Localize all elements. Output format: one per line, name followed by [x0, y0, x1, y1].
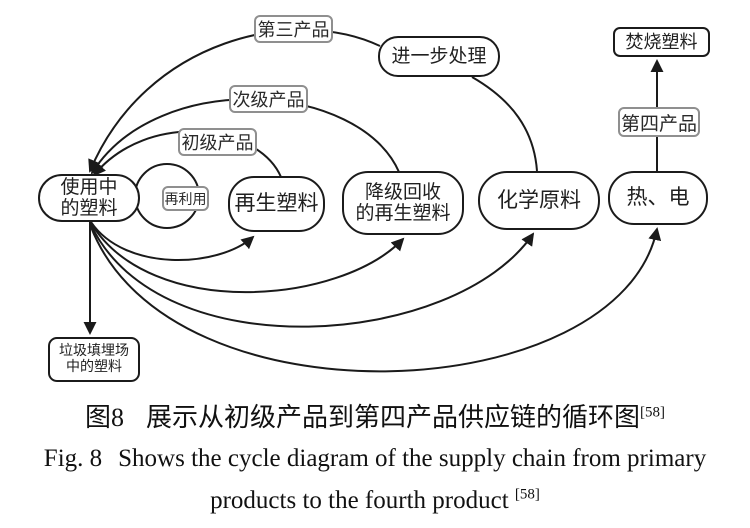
edge-to-heat-electricity: [90, 226, 662, 373]
caption-zh-prefix: 图8: [84, 403, 124, 432]
node-incinerated-plastic: 焚烧塑料: [613, 27, 710, 57]
node-plastic-in-use-line1: 使用中: [60, 176, 118, 198]
edge-label-primary-product-text: 初级产品: [181, 133, 254, 153]
node-landfill-line2: 中的塑料: [66, 359, 122, 375]
edge-label-fourth-product-text: 第四产品: [620, 113, 697, 135]
node-plastic-in-use-line2: 的塑料: [60, 198, 118, 219]
node-recycled-plastic: 再生塑料: [228, 176, 325, 232]
edge-to-downcycled: [90, 222, 405, 294]
caption-en-line1-text: Shows the cycle diagram of the supply ch…: [118, 445, 707, 472]
edge-label-primary-product: 初级产品: [178, 128, 257, 156]
edge-to-recycled-plastic: [90, 221, 255, 262]
edge-to-chemical-feedstock: [90, 224, 535, 328]
caption-zh-text: 展示从初级产品到第四产品供应链的循环图: [146, 403, 641, 432]
node-further-processing-label: 进一步处理: [391, 45, 487, 67]
node-landfill-line1: 垃圾填埋场: [59, 343, 129, 359]
edge-label-third-product: 第三产品: [254, 15, 333, 43]
caption-en-line2-text: products to the fourth product: [210, 487, 515, 514]
caption-en-line1: Fig. 8 Shows the cycle diagram of the sup…: [0, 445, 750, 473]
edge-label-secondary-product-text: 次级产品: [232, 90, 305, 110]
caption-zh: 图8 展示从初级产品到第四产品供应链的循环图[58]: [0, 397, 750, 434]
node-chemical-feedstock-label: 化学原料: [497, 187, 581, 212]
node-plastic-in-use: 使用中 的塑料: [38, 174, 140, 222]
edge-further-processing-chemical: [471, 76, 538, 172]
node-chemical-feedstock: 化学原料: [478, 171, 600, 230]
node-incinerated-plastic-label: 焚烧塑料: [625, 31, 698, 52]
node-downcycled-line1: 降级回收: [364, 181, 441, 203]
edge-label-fourth-product: 第四产品: [618, 107, 700, 137]
node-downcycled-line2: 的再生塑料: [355, 203, 451, 224]
edge-label-reuse-text: 再利用: [164, 192, 207, 208]
node-landfill-plastic: 垃圾填埋场 中的塑料: [48, 337, 140, 382]
node-recycled-plastic-label: 再生塑料: [234, 191, 319, 216]
node-heat-electricity-label: 热、电: [626, 185, 690, 210]
caption-en-ref: [58]: [514, 486, 540, 503]
node-further-processing: 进一步处理: [378, 36, 500, 77]
edge-third-product-curve: [88, 28, 381, 173]
edge-label-secondary-product: 次级产品: [229, 85, 308, 113]
caption-en-line2: products to the fourth product [58]: [0, 487, 750, 515]
caption-en-prefix: Fig. 8: [43, 445, 103, 472]
edge-label-reuse: 再利用: [162, 186, 209, 211]
edge-label-third-product-text: 第三产品: [257, 20, 330, 40]
node-downcycled-recycled-plastic: 降级回收 的再生塑料: [342, 171, 464, 235]
node-heat-electricity: 热、电: [608, 171, 708, 225]
caption-zh-ref: [58]: [640, 404, 666, 421]
